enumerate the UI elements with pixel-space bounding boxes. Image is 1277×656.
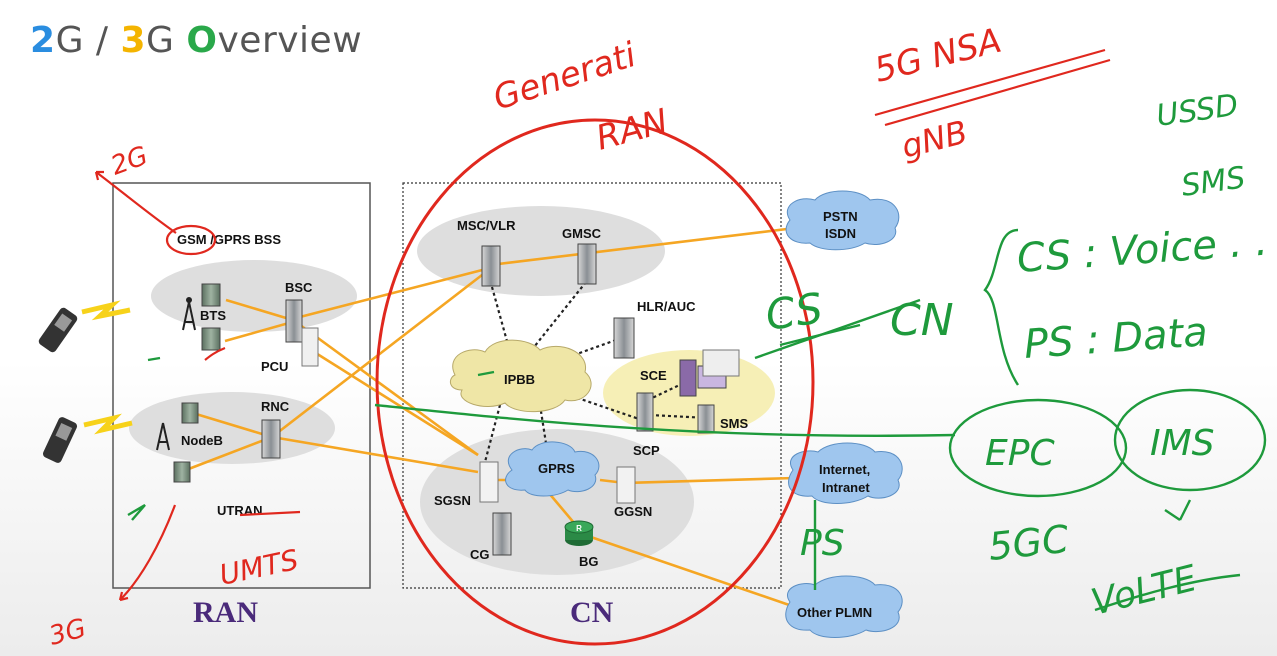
scp-equipment <box>636 392 654 432</box>
hw-umts: UMTS <box>217 543 302 592</box>
gmsc-label: GMSC <box>562 226 602 241</box>
cg-equipment <box>492 512 512 556</box>
internet-cloud <box>788 442 903 504</box>
cs-core-ellipse <box>417 206 665 296</box>
sms-label: SMS <box>720 416 749 431</box>
pstn-label: PSTN <box>823 209 858 224</box>
gmsc-equipment <box>577 243 597 285</box>
hw-ps: PS <box>800 523 845 564</box>
red-annotations <box>94 48 1111 646</box>
utran-ellipse <box>129 392 335 464</box>
sce-computer <box>679 349 740 397</box>
hw-3g: 3G <box>46 613 89 651</box>
pstn-cloud <box>785 190 900 251</box>
msc-equipment <box>481 245 501 287</box>
mobile-phone-2g <box>38 307 78 353</box>
sgsn-equipment <box>479 461 499 503</box>
hw-gnb: gNB <box>898 113 971 166</box>
gprs-label: GPRS <box>538 461 575 476</box>
ipbb-cloud <box>449 339 592 413</box>
rnc-equipment <box>261 419 281 459</box>
svg-text:R: R <box>576 524 582 533</box>
radio-link-3g <box>83 413 133 435</box>
other-plmn-label: Other PLMN <box>797 605 872 620</box>
bts-equipment <box>182 283 221 351</box>
internet-label: Internet, <box>819 462 870 477</box>
cn-box <box>402 182 782 589</box>
radio-link-2g <box>81 300 131 321</box>
ggsn-equipment <box>616 466 636 504</box>
gprs-cloud <box>505 441 600 497</box>
ipbb-label: IPBB <box>504 372 535 387</box>
slide-title: 2G / 3G Overview <box>30 20 363 61</box>
bsc-label: BSC <box>285 280 313 295</box>
sms-equipment <box>697 404 715 434</box>
utran-label: UTRAN <box>217 503 263 518</box>
hw-epc: EPC <box>985 433 1055 474</box>
bts-label: BTS <box>200 308 226 323</box>
hw-ims: IMS <box>1150 423 1215 464</box>
hw-ps-data: PS : Data <box>1022 309 1209 368</box>
bg-label: BG <box>579 554 599 569</box>
hw-cs: CS <box>763 283 826 339</box>
hw-5gc: 5GC <box>986 517 1071 569</box>
hw-cn: CN <box>890 295 954 346</box>
hw-2g: 2G <box>107 141 152 182</box>
cg-label: CG <box>470 547 490 562</box>
scp-label: SCP <box>633 443 660 458</box>
ran-label: RAN <box>193 596 258 629</box>
hw-sms: SMS <box>1179 160 1247 204</box>
msc-vlr-label: MSC/VLR <box>457 218 516 233</box>
hw-ussd: USSD <box>1154 88 1240 134</box>
mobile-phone-3g <box>42 417 78 463</box>
cn-label: CN <box>570 596 614 629</box>
ran-box <box>112 182 371 589</box>
hw-volte: VoLTE <box>1087 558 1201 624</box>
hw-generation: Generati <box>488 35 641 119</box>
hw-cs-voice: CS : Voice . . <box>1015 219 1269 282</box>
hw-5g-nsa: 5G NSA <box>871 21 1006 91</box>
intranet-label: Intranet <box>822 480 870 495</box>
bsc-equipment <box>285 299 319 367</box>
hw-ran: RAN <box>592 101 672 158</box>
hlr-auc-label: HLR/AUC <box>637 299 696 314</box>
rnc-label: RNC <box>261 399 290 414</box>
gsm-bss-label: GSM /GPRS BSS <box>177 232 281 247</box>
hlr-equipment <box>613 317 635 359</box>
nodeb-equipment <box>156 402 199 483</box>
sgsn-label: SGSN <box>434 493 471 508</box>
ggsn-label: GGSN <box>614 504 652 519</box>
nodeb-label: NodeB <box>181 433 223 448</box>
pcu-label: PCU <box>261 359 288 374</box>
bg-router: R <box>564 520 594 546</box>
isdn-label: ISDN <box>825 226 856 241</box>
green-annotations <box>127 228 1267 612</box>
bss-ellipse <box>151 260 357 332</box>
links <box>185 226 796 609</box>
sce-label: SCE <box>640 368 667 383</box>
